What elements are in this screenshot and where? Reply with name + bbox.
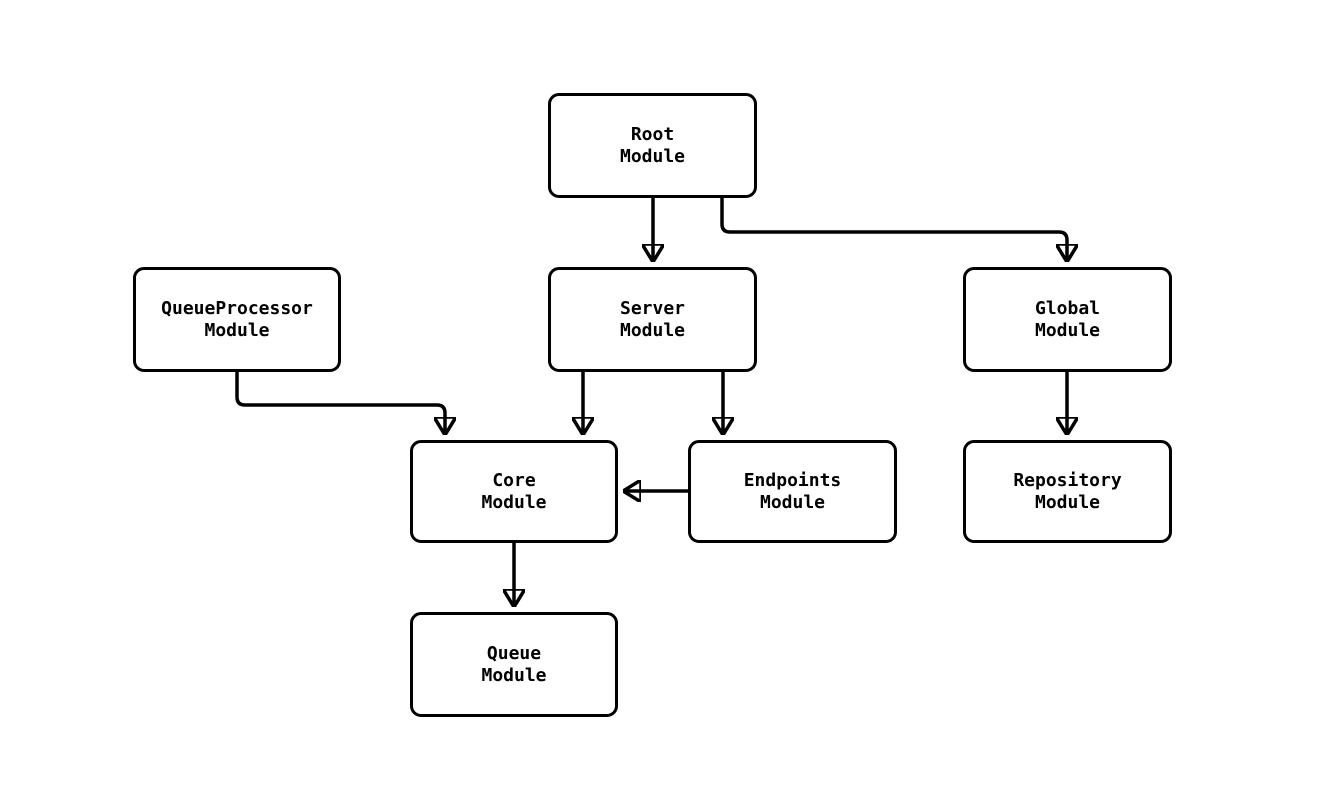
node-label-line2: Module bbox=[204, 319, 270, 341]
node-label-line1: Global bbox=[1034, 297, 1101, 319]
node-label-line1: Endpoints bbox=[743, 469, 842, 491]
node-label-line2: Module bbox=[759, 491, 826, 513]
edge-root-to-global bbox=[720, 198, 1067, 261]
node-queueprocessor-module: QueueProcessor Module bbox=[133, 267, 341, 372]
node-label-line2: Module bbox=[619, 319, 686, 341]
node-label-line1: QueueProcessor bbox=[161, 297, 313, 319]
node-label-line2: Module bbox=[481, 664, 547, 686]
node-queue-module: Queue Module bbox=[410, 612, 618, 717]
node-root-module: Root Module bbox=[548, 93, 757, 198]
node-label-line2: Module bbox=[481, 491, 547, 513]
node-label-line2: Module bbox=[1034, 319, 1101, 341]
node-label-line1: Core bbox=[492, 469, 536, 491]
node-repository-module: Repository Module bbox=[963, 440, 1172, 543]
node-label-line1: Repository bbox=[1013, 469, 1122, 491]
edge-queueprocessor-to-core bbox=[235, 372, 445, 434]
node-label-line2: Module bbox=[1034, 491, 1101, 513]
node-label-line2: Module bbox=[619, 145, 686, 167]
node-endpoints-module: Endpoints Module bbox=[688, 440, 897, 543]
node-label-line1: Server bbox=[619, 297, 686, 319]
node-core-module: Core Module bbox=[410, 440, 618, 543]
node-server-module: Server Module bbox=[548, 267, 757, 372]
node-label-line1: Root bbox=[630, 123, 675, 145]
node-global-module: Global Module bbox=[963, 267, 1172, 372]
node-label-line1: Queue bbox=[486, 642, 542, 664]
